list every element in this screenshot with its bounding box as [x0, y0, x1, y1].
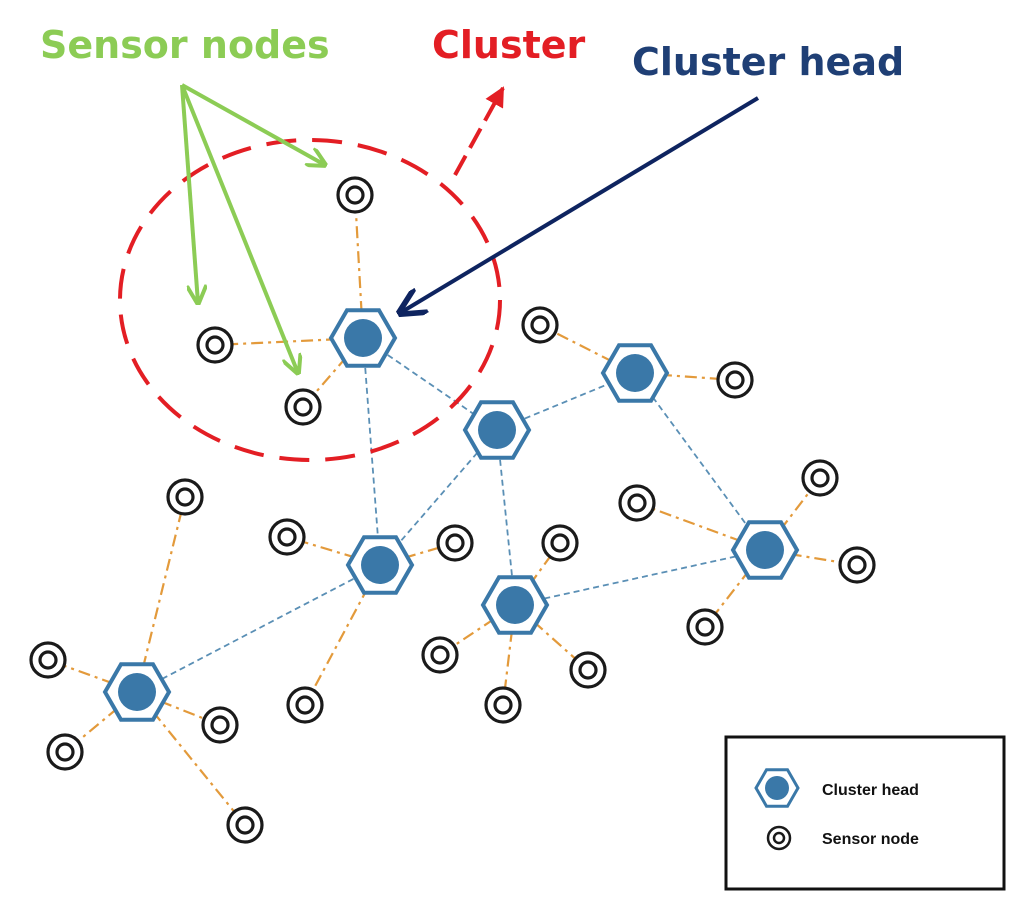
sensor-nodes-label: Sensor nodes — [40, 23, 330, 67]
legend: Cluster head Sensor node — [724, 735, 1006, 891]
cluster-head-node — [730, 520, 800, 580]
sensor-node — [268, 518, 306, 556]
legend-sensor-node-icon — [766, 825, 792, 851]
head-link — [634, 372, 766, 551]
sensor-node — [29, 641, 67, 679]
cluster-head-node — [462, 400, 532, 460]
cluster-arrow — [453, 86, 505, 176]
sensor-node — [201, 706, 239, 744]
sensor-node — [801, 459, 839, 497]
sensor-link — [353, 194, 365, 339]
sensor-node — [284, 388, 322, 426]
cluster-head-node — [600, 343, 670, 403]
sensor-node — [541, 524, 579, 562]
sensor-node — [686, 608, 724, 646]
sensor-node — [838, 546, 876, 584]
head-link — [514, 549, 766, 606]
legend-sensor-node-label: Sensor node — [822, 831, 919, 848]
sensor-node — [436, 524, 474, 562]
sensor-node — [46, 733, 84, 771]
sensor-node — [286, 686, 324, 724]
sensor-arrow-3 — [180, 84, 298, 373]
sensor-node — [166, 478, 204, 516]
sensor-node — [716, 361, 754, 399]
legend-box — [724, 735, 1006, 891]
cluster-head-label: Cluster head — [632, 40, 904, 84]
cluster-head-node — [102, 662, 172, 722]
sensor-link — [135, 496, 187, 693]
sensor-node — [336, 176, 374, 214]
cluster-head-node — [345, 535, 415, 595]
cluster-head-node — [480, 575, 550, 635]
cluster-boundary — [118, 138, 502, 462]
sensor-node — [618, 484, 656, 522]
sensor-node — [196, 326, 234, 364]
legend-cluster-head-label: Cluster head — [822, 782, 919, 799]
legend-cluster-head-icon — [754, 768, 800, 808]
sensor-node — [569, 651, 607, 689]
cluster-head-node — [328, 308, 398, 368]
sensor-node — [421, 636, 459, 674]
sensor-node — [484, 686, 522, 724]
sensor-node — [521, 306, 559, 344]
sensor-links — [47, 194, 858, 826]
sensor-arrow-2 — [180, 84, 198, 303]
head-link — [136, 564, 381, 693]
sensor-nodes — [29, 176, 876, 844]
sensor-arrow-1 — [181, 83, 325, 165]
cluster-label: Cluster — [432, 23, 586, 67]
sensor-link — [636, 501, 766, 552]
sensor-node — [226, 806, 264, 844]
cluster-heads — [102, 308, 800, 722]
cluster-head-arrow — [400, 96, 760, 313]
sensor-node-arrows — [180, 83, 325, 373]
sensor-link — [136, 690, 221, 727]
